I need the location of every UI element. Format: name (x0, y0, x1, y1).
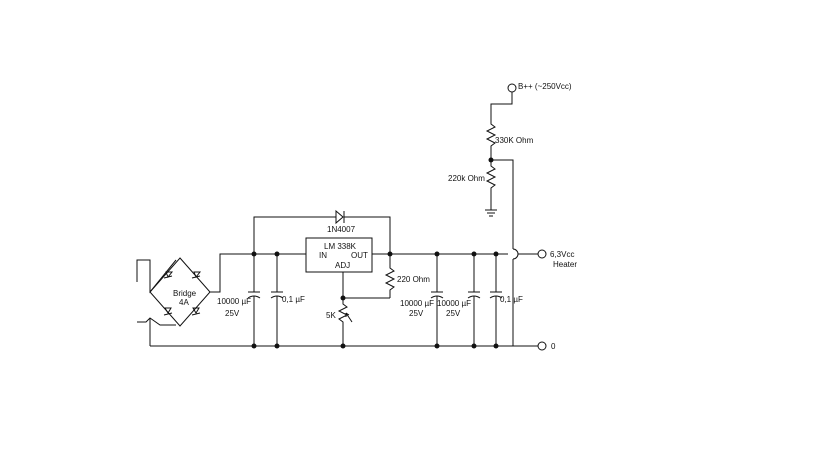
wire-divider-hop (512, 248, 519, 260)
bridge-rectifier: Bridge 4A (149, 257, 211, 327)
wire-bridge-positive (210, 253, 254, 293)
resistor-330k: 330K Ohm (485, 116, 534, 160)
regulator-out-pin: OUT (351, 251, 368, 260)
diode-label: 1N4007 (327, 225, 356, 234)
c1-voltage-label: 25V (225, 309, 240, 318)
ac-input-wires (136, 259, 177, 346)
ground-symbol (485, 209, 497, 217)
capacitor-10000uf-input: 10000 µF 25V (217, 254, 261, 346)
wire-adj (342, 272, 390, 299)
r330k-label: 330K Ohm (495, 136, 534, 145)
c1-value-label: 10000 µF (217, 297, 251, 306)
capacitor-10000uf-output-2: 10000 µF 25V (437, 254, 481, 346)
ground-terminal-label: 0 (551, 342, 556, 351)
bplus-terminal: B++ (~250Vcc) (507, 82, 572, 93)
wire-bplus (490, 92, 513, 116)
capacitor-10000uf-output-1: 10000 µF 25V (400, 254, 444, 346)
r220-label: 220 Ohm (397, 275, 430, 284)
ground-terminal: 0 (537, 341, 556, 351)
regulator-name: LM 338K (324, 242, 357, 251)
wire-divider-tap (491, 159, 514, 249)
regulator-lm338k: LM 338K IN OUT ADJ (305, 237, 373, 273)
c4-value-label: 10000 µF (437, 299, 471, 308)
heater-voltage-label: 6,3Vcc (550, 250, 574, 259)
c3-voltage-label: 25V (409, 309, 424, 318)
resistor-220-ohm: 220 Ohm (384, 254, 430, 298)
regulator-in-pin: IN (319, 251, 327, 260)
c4-voltage-label: 25V (446, 309, 461, 318)
pot-label: 5K (326, 311, 336, 320)
capacitor-0-1uf-input: 0,1 µF (270, 254, 305, 346)
junction-dots (251, 157, 499, 349)
diode-1n4007: 1N4007 (253, 209, 391, 254)
potentiometer-5k: 5K (326, 298, 353, 346)
regulator-adj-pin: ADJ (335, 261, 350, 270)
bridge-label: Bridge (173, 289, 197, 298)
r220k-label: 220k Ohm (448, 174, 485, 183)
bplus-label: B++ (~250Vcc) (518, 82, 572, 91)
resistor-220k: 220k Ohm (448, 160, 497, 210)
c2-value-label: 0,1 µF (282, 295, 305, 304)
capacitor-0-1uf-output: 0,1 µF (489, 254, 523, 346)
c3-value-label: 10000 µF (400, 299, 434, 308)
bridge-rating-label: 4A (179, 298, 189, 307)
heater-name-label: Heater (553, 260, 577, 269)
c5-value-label: 0,1 µF (500, 295, 523, 304)
heater-terminal: 6,3Vcc Heater (537, 249, 577, 269)
